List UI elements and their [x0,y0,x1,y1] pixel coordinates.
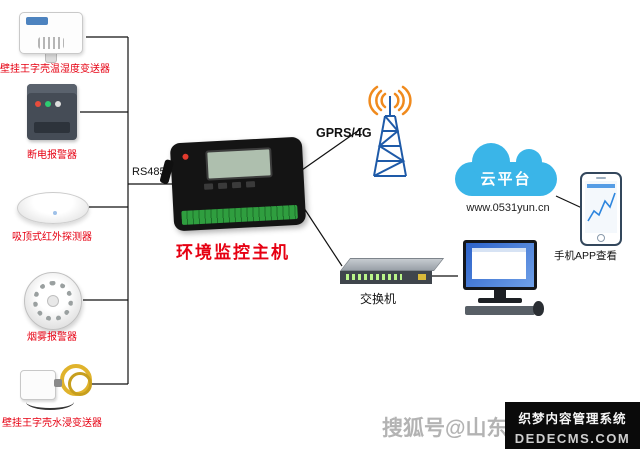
phone-home-button [597,234,605,242]
wire-host-tower [301,127,363,171]
cms-watermark-line1: 织梦内容管理系统 [518,412,627,426]
cable-coil-inner [68,372,92,396]
gprs-label: GPRS/4G [316,126,372,140]
phone-app-label: 手机APP查看 [554,250,618,262]
vent-grille [38,37,64,49]
screen-window [472,248,526,279]
monitor-stand [494,290,506,298]
cms-watermark: 织梦内容管理系统 DEDECMS.COM [505,402,640,449]
phone-speaker [596,176,606,179]
desktop-computer-image [454,240,546,326]
network-switch-image [332,258,445,286]
cms-watermark-line2: DEDECMS.COM [514,431,631,446]
smoke-body [24,272,82,330]
smoke-vent-ring [33,281,73,321]
detector-dome [17,192,89,224]
smoke-alarm-label: 烟雾报警器 [27,332,77,343]
alarm-body [27,84,77,140]
power-led [182,153,189,160]
cloud-url-label: www.0531yun.cn [466,202,550,214]
sensor-body [19,12,83,54]
phone-screen [585,181,617,233]
keyboard [465,306,535,315]
switch-ports [340,271,432,284]
power-failure-alarm-label: 断电报警器 [27,150,77,161]
indicator-lights [35,101,61,107]
smoke-alarm-image [24,272,82,330]
cloud-platform-image: 云平台 [455,143,561,198]
signal-tower-icon [368,85,412,177]
water-leak-transmitter-image [18,362,92,414]
mobile-phone-image [580,172,622,246]
sensor-cable [26,394,74,410]
terminal-block [181,204,298,225]
smoke-center [47,295,59,307]
sensor-probe [45,54,57,63]
lcd-screen [205,147,273,181]
mouse [533,301,544,316]
ceiling-infrared-detector-image [17,192,89,226]
cable-gland [54,379,62,387]
switch-label: 交换机 [359,292,396,306]
cloud-icon [455,143,557,196]
host-buttons [203,181,256,190]
sohu-watermark: 搜狐号@山东 [382,417,508,440]
wire-host-switch [299,201,343,267]
temp-humidity-sensor-image [18,12,84,64]
brand-strip [26,17,48,25]
power-failure-alarm-image [27,84,79,144]
monitoring-host-label: 环境监控主机 [176,243,290,262]
cloud-platform-label: 云平台 [480,171,532,188]
monitor-base [478,298,522,303]
app-chart-icon [587,184,616,222]
ceiling-infrared-detector-label: 吸顶式红外探测器 [12,232,92,243]
monitor-screen [466,243,534,287]
temp-humidity-sensor-label: 壁挂王字壳温湿度变送器 [0,64,110,75]
wire-cloud-phone [555,195,583,209]
monitor [463,240,537,290]
switch-top-face [340,258,445,271]
monitoring-host-image [159,136,307,232]
gprs-tower-image [352,82,428,178]
rs485-bus-label: RS485 [132,166,166,178]
water-leak-transmitter-label: 壁挂王字壳水浸变送器 [2,418,102,429]
detector-led [53,211,57,215]
alarm-slot [34,122,70,133]
